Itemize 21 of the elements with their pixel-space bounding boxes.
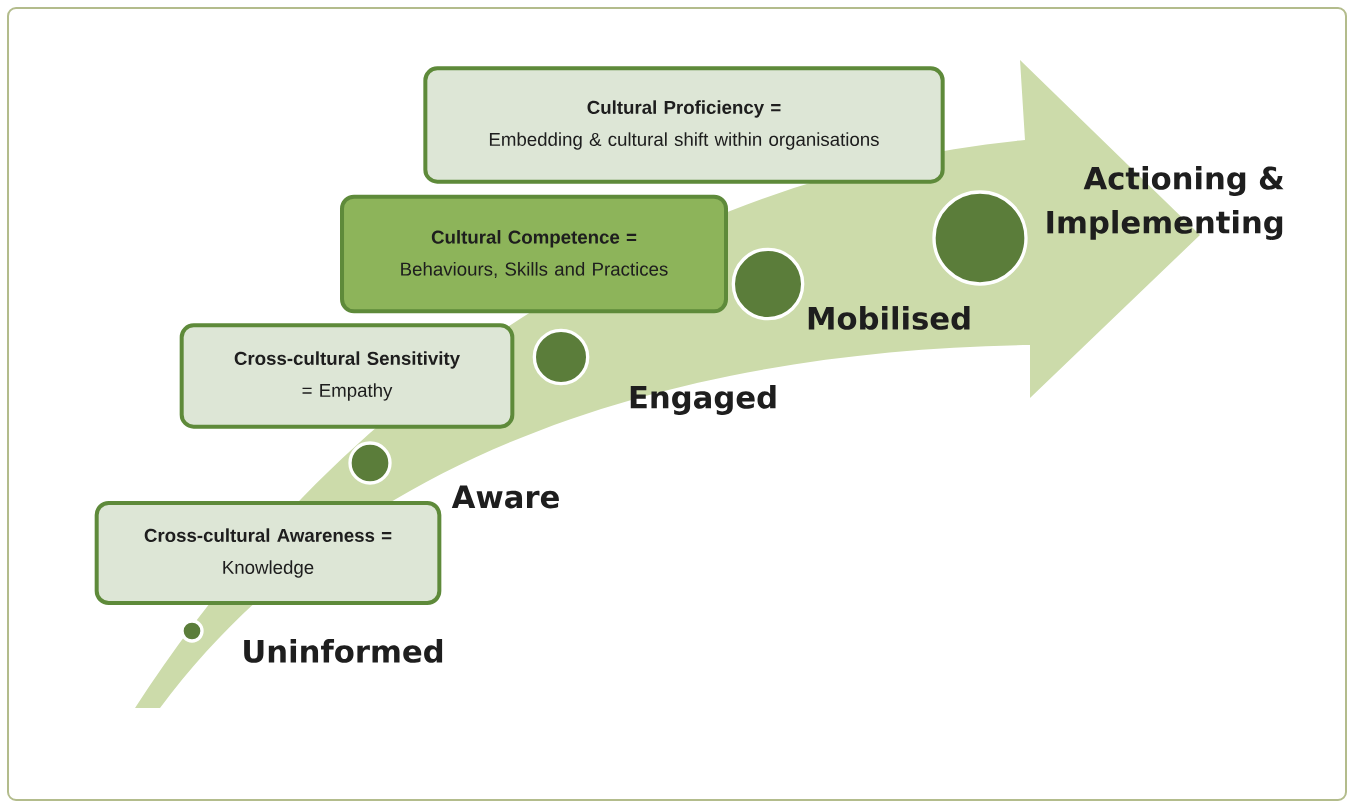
stage-dot [532,328,590,386]
stage-label: Engaged [630,385,776,415]
stage-box [94,501,442,605]
stage-dot [180,619,204,643]
box-text: = Empathy [302,383,393,401]
box-text: Behaviours, Skills and Practices [401,262,668,278]
stage-box [423,66,945,184]
box-heading: Cross-cultural Sensitivity [234,351,460,369]
stage-box [340,194,728,314]
box-heading: Cultural Proficiency = [587,100,781,118]
stage-dot [731,247,805,321]
stage-label: Actioning & Implementing [1047,166,1284,240]
box-heading: Cross-cultural Awareness = [144,528,392,542]
stage-box [179,323,515,429]
stage-label: Mobilised [808,306,970,330]
box-text: Knowledge [223,560,314,578]
stage-label: Aware [451,485,559,509]
box-text: Embedding & cultural shift within organisations [489,132,879,150]
stage-label: Uninformed [244,639,443,663]
box-heading: Cultural Competence = [431,230,637,248]
stage-dot [932,190,1028,286]
